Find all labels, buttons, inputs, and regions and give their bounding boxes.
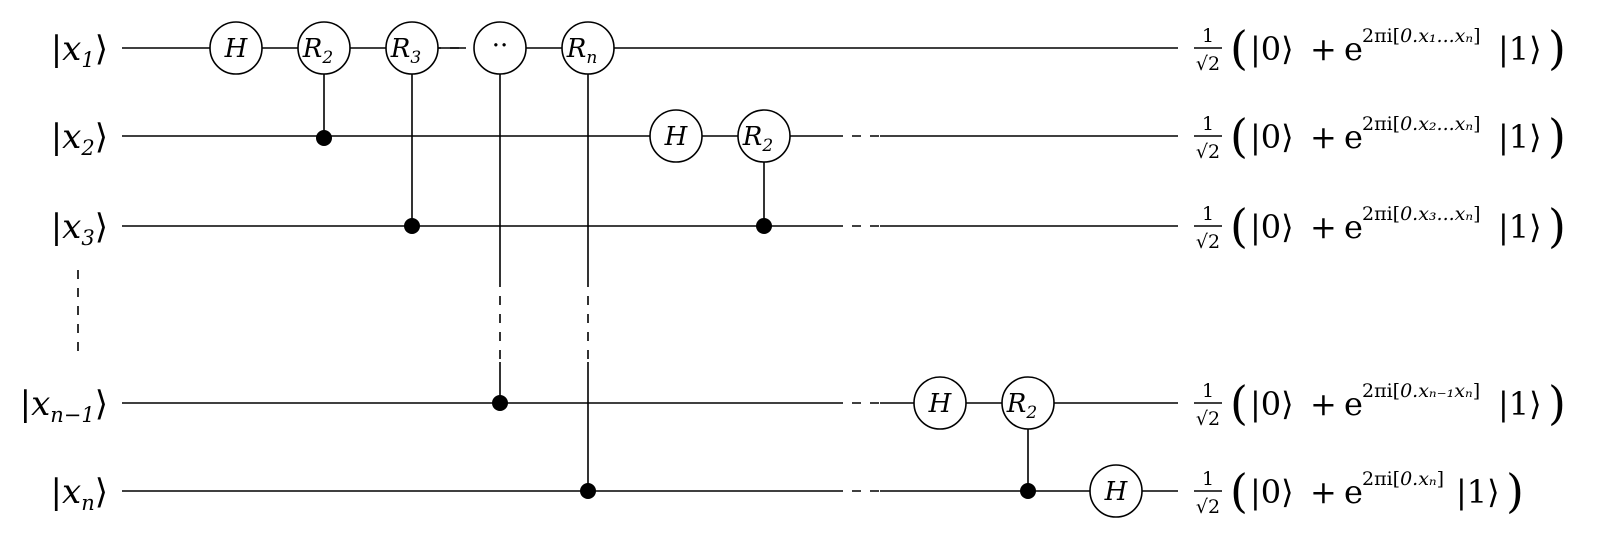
output-exponent: 2πi[0.x₃...xₙ] (1362, 203, 1481, 225)
output-expr-x1: 1 √2 ( |0⟩ + e 2πi[0.x₁...xₙ] |1⟩ ) (1194, 21, 1566, 75)
control-dots (316, 130, 1036, 499)
output-exp-base: e (1344, 118, 1363, 156)
control-dot-xn-b (1020, 483, 1036, 499)
output-ket1: |1⟩ (1498, 118, 1542, 156)
output-close-paren: ) (1548, 199, 1566, 253)
output-frac-den: √2 (1196, 496, 1220, 518)
output-expr-xn1: 1 √2 ( |0⟩ + e 2πi[0.xₙ₋₁xₙ] |1⟩ ) (1194, 376, 1566, 430)
output-expr-x2: 1 √2 ( |0⟩ + e 2πi[0.x₂...xₙ] |1⟩ ) (1194, 109, 1566, 163)
output-open-paren: ( (1230, 464, 1248, 518)
gate-h-xn: H (1089, 464, 1143, 518)
gate-h-x2: H (649, 109, 703, 163)
output-frac-num: 1 (1202, 113, 1214, 135)
output-ket0: |0⟩ (1250, 30, 1294, 68)
output-plus: + (1310, 473, 1337, 511)
output-ket1: |1⟩ (1456, 473, 1500, 511)
output-exponent: 2πi[0.x₂...xₙ] (1362, 113, 1481, 135)
gate-r2-x2: R2 (737, 109, 791, 163)
output-frac-num: 1 (1202, 380, 1214, 402)
input-ket-xn: |xn⟩ (51, 472, 108, 515)
gate-rn-x1-label: Rn (566, 34, 598, 68)
output-ket1: |1⟩ (1498, 385, 1542, 423)
output-ket0: |0⟩ (1250, 473, 1294, 511)
gate-dots-x1-label: ·· (492, 31, 509, 61)
output-close-paren: ) (1548, 109, 1566, 163)
output-ket0: |0⟩ (1250, 118, 1294, 156)
input-ket-x1: |x1⟩ (51, 29, 108, 72)
output-exponent: 2πi[0.xₙ₋₁xₙ] (1362, 380, 1480, 402)
input-ket-x2: |x2⟩ (51, 117, 108, 160)
output-exponent: 2πi[0.xₙ] (1362, 468, 1444, 490)
gate-r2-x2-label: R2 (742, 122, 773, 156)
gate-h-x1-circle (209, 21, 263, 75)
output-exponent: 2πi[0.x₁...xₙ] (1362, 25, 1481, 47)
gate-r2-x2-circle (737, 109, 791, 163)
control-dot-x3-b (756, 218, 772, 234)
input-ket-x3: |x3⟩ (51, 207, 108, 250)
gate-h-x1: H (209, 21, 263, 75)
output-exp-base: e (1344, 385, 1363, 423)
gate-h-xn1: H (913, 376, 967, 430)
output-expr-x3: 1 √2 ( |0⟩ + e 2πi[0.x₃...xₙ] |1⟩ ) (1194, 199, 1566, 253)
gate-h-x1-label: H (224, 34, 249, 64)
gate-r3-x1: R3 (385, 21, 439, 75)
output-open-paren: ( (1230, 109, 1248, 163)
input-ket-xn1: |xn−1⟩ (20, 384, 108, 427)
gate-h-xn1-circle (913, 376, 967, 430)
gate-r3-x1-label: R3 (390, 34, 421, 68)
output-close-paren: ) (1548, 21, 1566, 75)
gate-h-xn-label: H (1104, 477, 1129, 507)
control-dot-xn (580, 483, 596, 499)
output-frac-den: √2 (1196, 231, 1220, 253)
output-close-paren: ) (1506, 464, 1524, 518)
output-frac-den: √2 (1196, 408, 1220, 430)
gate-h-xn-circle (1089, 464, 1143, 518)
output-frac-num: 1 (1202, 203, 1214, 225)
output-frac-den: √2 (1196, 53, 1220, 75)
output-expr-xn: 1 √2 ( |0⟩ + e 2πi[0.xₙ] |1⟩ ) (1194, 464, 1524, 518)
gate-r2-xn1: R2 (1001, 376, 1055, 430)
gate-h-xn1-label: H (928, 389, 953, 419)
output-ket0: |0⟩ (1250, 208, 1294, 246)
output-open-paren: ( (1230, 376, 1248, 430)
gate-h-x2-circle (649, 109, 703, 163)
gate-r2-x1: R2 (297, 21, 351, 75)
gate-r2-x1-label: R2 (302, 34, 333, 68)
gate-dots-x1-circle (473, 21, 527, 75)
gate-rn-x1: Rn (561, 21, 615, 75)
control-dot-x3 (404, 218, 420, 234)
output-plus: + (1310, 208, 1337, 246)
gate-r2-xn1-label: R2 (1006, 389, 1037, 423)
gate-h-x2-label: H (664, 122, 689, 152)
output-ket1: |1⟩ (1498, 30, 1542, 68)
control-dot-xn1 (492, 395, 508, 411)
gate-r3-x1-circle (385, 21, 439, 75)
gate-dots-x1: ·· (473, 21, 527, 75)
gates: H R2 R3 ·· Rn H R2 (209, 21, 1143, 518)
input-labels: |x1⟩ |x2⟩ |x3⟩ |xn−1⟩ |xn⟩ (20, 29, 108, 515)
gate-r2-x1-circle (297, 21, 351, 75)
gate-rn-x1-circle (561, 21, 615, 75)
output-plus: + (1310, 385, 1337, 423)
gate-r2-xn1-circle (1001, 376, 1055, 430)
output-open-paren: ( (1230, 21, 1248, 75)
output-ket1: |1⟩ (1498, 208, 1542, 246)
output-frac-num: 1 (1202, 468, 1214, 490)
output-close-paren: ) (1548, 376, 1566, 430)
output-exp-base: e (1344, 208, 1363, 246)
output-plus: + (1310, 30, 1337, 68)
output-frac-num: 1 (1202, 25, 1214, 47)
output-plus: + (1310, 118, 1337, 156)
output-ket0: |0⟩ (1250, 385, 1294, 423)
output-frac-den: √2 (1196, 141, 1220, 163)
output-exp-base: e (1344, 30, 1363, 68)
control-dot-x2 (316, 130, 332, 146)
output-open-paren: ( (1230, 199, 1248, 253)
output-exp-base: e (1344, 473, 1363, 511)
